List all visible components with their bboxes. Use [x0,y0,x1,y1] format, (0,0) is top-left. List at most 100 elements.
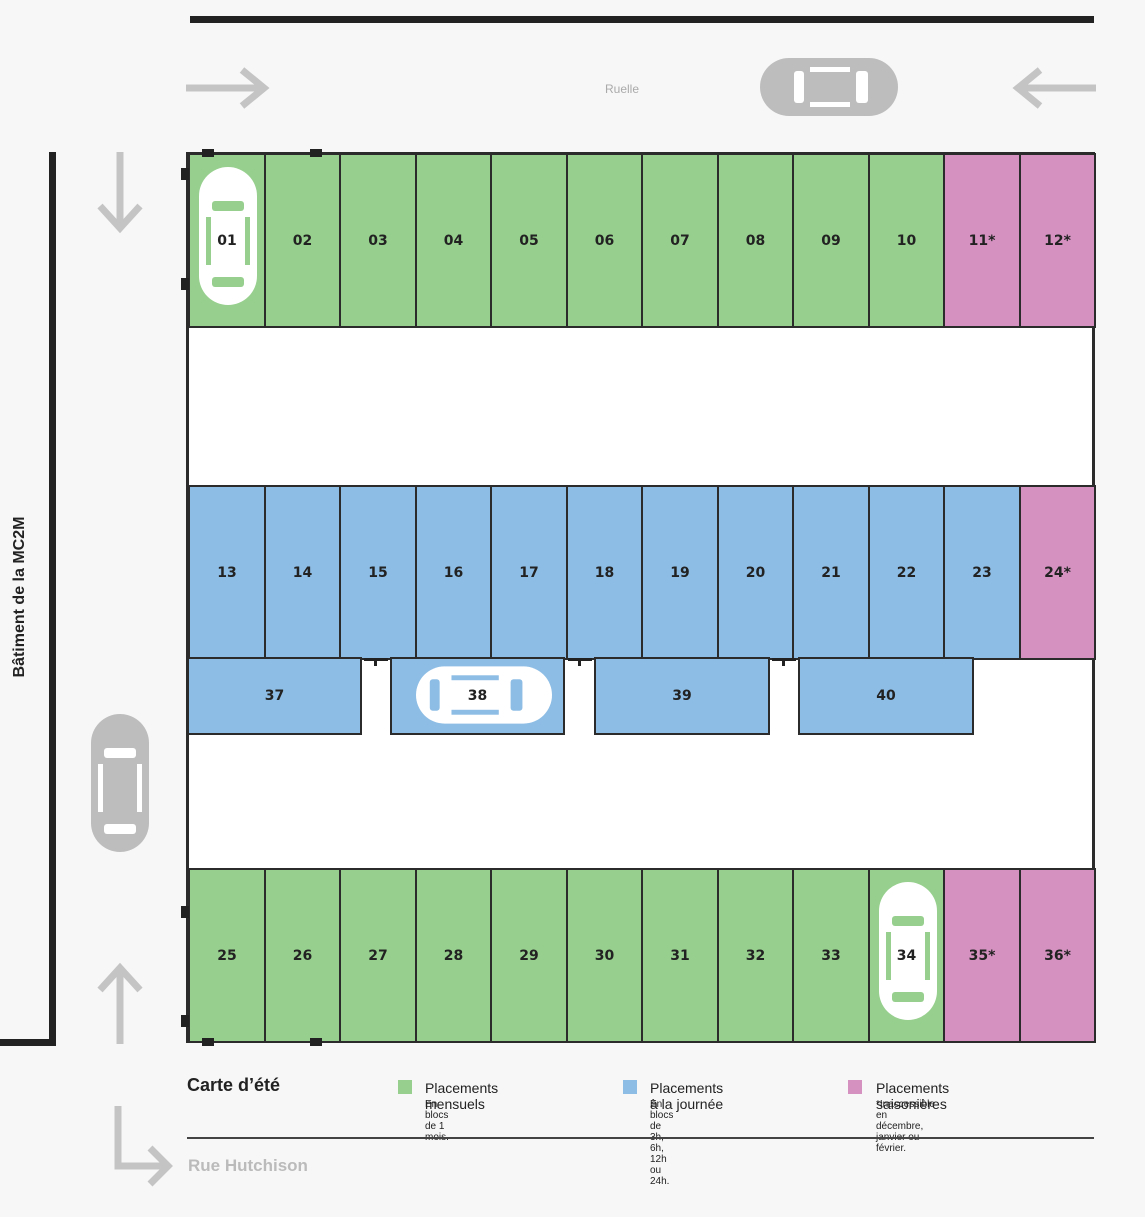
parking-spot-number: 20 [745,564,766,581]
legend-note-seasonal: *Inaccessible en décembre, janvier ou fé… [876,1099,935,1154]
post-marker [374,658,377,666]
parked-car-icon [199,167,257,309]
parking-spot-21[interactable]: 21 [792,485,870,660]
parking-spot-number: 04 [443,232,464,249]
parking-spot-23[interactable]: 23 [943,485,1021,660]
parking-spot-06[interactable]: 06 [566,153,643,328]
parking-spot-04[interactable]: 04 [415,153,492,328]
parking-spot-number: 24* [1044,564,1071,581]
parking-spot-28[interactable]: 28 [415,868,492,1043]
parking-spot-40[interactable]: 40 [798,657,974,735]
parking-spot-number: 38 [467,688,488,704]
parking-spot-11[interactable]: 11* [943,153,1021,328]
parking-spot-number: 05 [519,232,539,249]
parking-spot-number: 15 [368,564,388,581]
parking-spot-17[interactable]: 17 [490,485,568,660]
parking-spot-03[interactable]: 03 [339,153,417,328]
parking-spot-26[interactable]: 26 [264,868,341,1043]
parking-spot-37[interactable]: 37 [187,657,362,735]
arrow-down-icon [97,152,143,234]
street-line [187,1137,1094,1139]
parking-spot-29[interactable]: 29 [490,868,568,1043]
parking-spot-02[interactable]: 02 [264,153,341,328]
parking-spot-number: 22 [896,564,917,581]
parking-spot-number: 40 [876,688,896,704]
parking-spot-18[interactable]: 18 [566,485,643,660]
legend-swatch-daily [623,1080,637,1094]
parking-spot-number: 23 [972,564,992,581]
parking-spot-27[interactable]: 27 [339,868,417,1043]
parking-spot-14[interactable]: 14 [264,485,341,660]
parking-spot-number: 12* [1044,232,1071,249]
parking-spot-number: 02 [292,232,313,249]
post-marker [181,906,189,918]
parking-spot-number: 11* [968,232,996,249]
parking-spot-33[interactable]: 33 [792,868,870,1043]
parking-spot-07[interactable]: 07 [641,153,719,328]
parking-spot-05[interactable]: 05 [490,153,568,328]
parking-spot-number: 08 [745,232,766,249]
parking-spot-25[interactable]: 25 [188,868,266,1043]
arrow-up-icon [97,962,143,1044]
parked-car-icon [416,665,552,729]
parking-spot-13[interactable]: 13 [188,485,266,660]
parking-spot-number: 19 [670,564,690,581]
parking-spot-number: 25 [217,947,237,964]
parking-spot-number: 13 [217,564,237,581]
building-wall [49,152,56,1046]
parking-spot-32[interactable]: 32 [717,868,794,1043]
parking-spot-31[interactable]: 31 [641,868,719,1043]
alley-boundary-line [190,16,1094,23]
post-marker [181,168,189,180]
parking-spot-number: 32 [745,947,766,964]
post-marker [181,1015,189,1027]
alley-label: Ruelle [604,82,640,96]
parked-car-icon [879,882,937,1024]
parking-spot-number: 17 [519,564,539,581]
map-title: Carte d’été [187,1075,281,1095]
turn-right-arrow-icon [114,1106,173,1187]
parking-spot-09[interactable]: 09 [792,153,870,328]
post-marker [578,658,581,666]
parking-spot-20[interactable]: 20 [717,485,794,660]
parking-spot-22[interactable]: 22 [868,485,945,660]
parking-spot-number: 30 [594,947,615,964]
parking-spot-number: 39 [672,688,692,704]
parking-spot-39[interactable]: 39 [594,657,770,735]
parking-spot-number: 26 [292,947,313,964]
building-wall-base [0,1039,56,1046]
parking-spot-24[interactable]: 24* [1019,485,1096,660]
parking-spot-number: 06 [594,232,615,249]
parking-spot-number: 14 [292,564,313,581]
arrow-right-icon [186,67,270,109]
parking-spot-12[interactable]: 12* [1019,153,1096,328]
legend-title-monthly: Placements mensuels [425,1080,499,1112]
parking-spot-number: 27 [368,947,388,964]
parking-spot-number: 01 [217,232,237,249]
parking-spot-19[interactable]: 19 [641,485,719,660]
parking-spot-01[interactable]: 01 [188,153,266,328]
parking-spot-30[interactable]: 30 [566,868,643,1043]
parking-spot-number: 31 [670,947,690,964]
parking-spot-15[interactable]: 15 [339,485,417,660]
post-marker [310,149,322,157]
legend-swatch-seasonal [848,1080,862,1094]
arrow-left-icon [1012,67,1096,109]
parking-spot-36[interactable]: 36* [1019,868,1096,1043]
parking-spot-number: 07 [670,232,690,249]
parking-spot-10[interactable]: 10 [868,153,945,328]
car-icon [760,58,898,116]
parking-spot-35[interactable]: 35* [943,868,1021,1043]
parking-spot-number: 09 [821,232,841,249]
parking-spot-number: 35* [968,947,996,964]
parking-spot-number: 10 [896,232,917,249]
parking-spot-34[interactable]: 34 [868,868,945,1043]
parking-spot-number: 21 [821,564,841,581]
parking-spot-number: 33 [821,947,841,964]
post-marker [181,278,189,290]
parking-spot-08[interactable]: 08 [717,153,794,328]
parking-spot-number: 18 [594,564,615,581]
parking-spot-16[interactable]: 16 [415,485,492,660]
parking-spot-38[interactable]: 38 [390,657,565,735]
